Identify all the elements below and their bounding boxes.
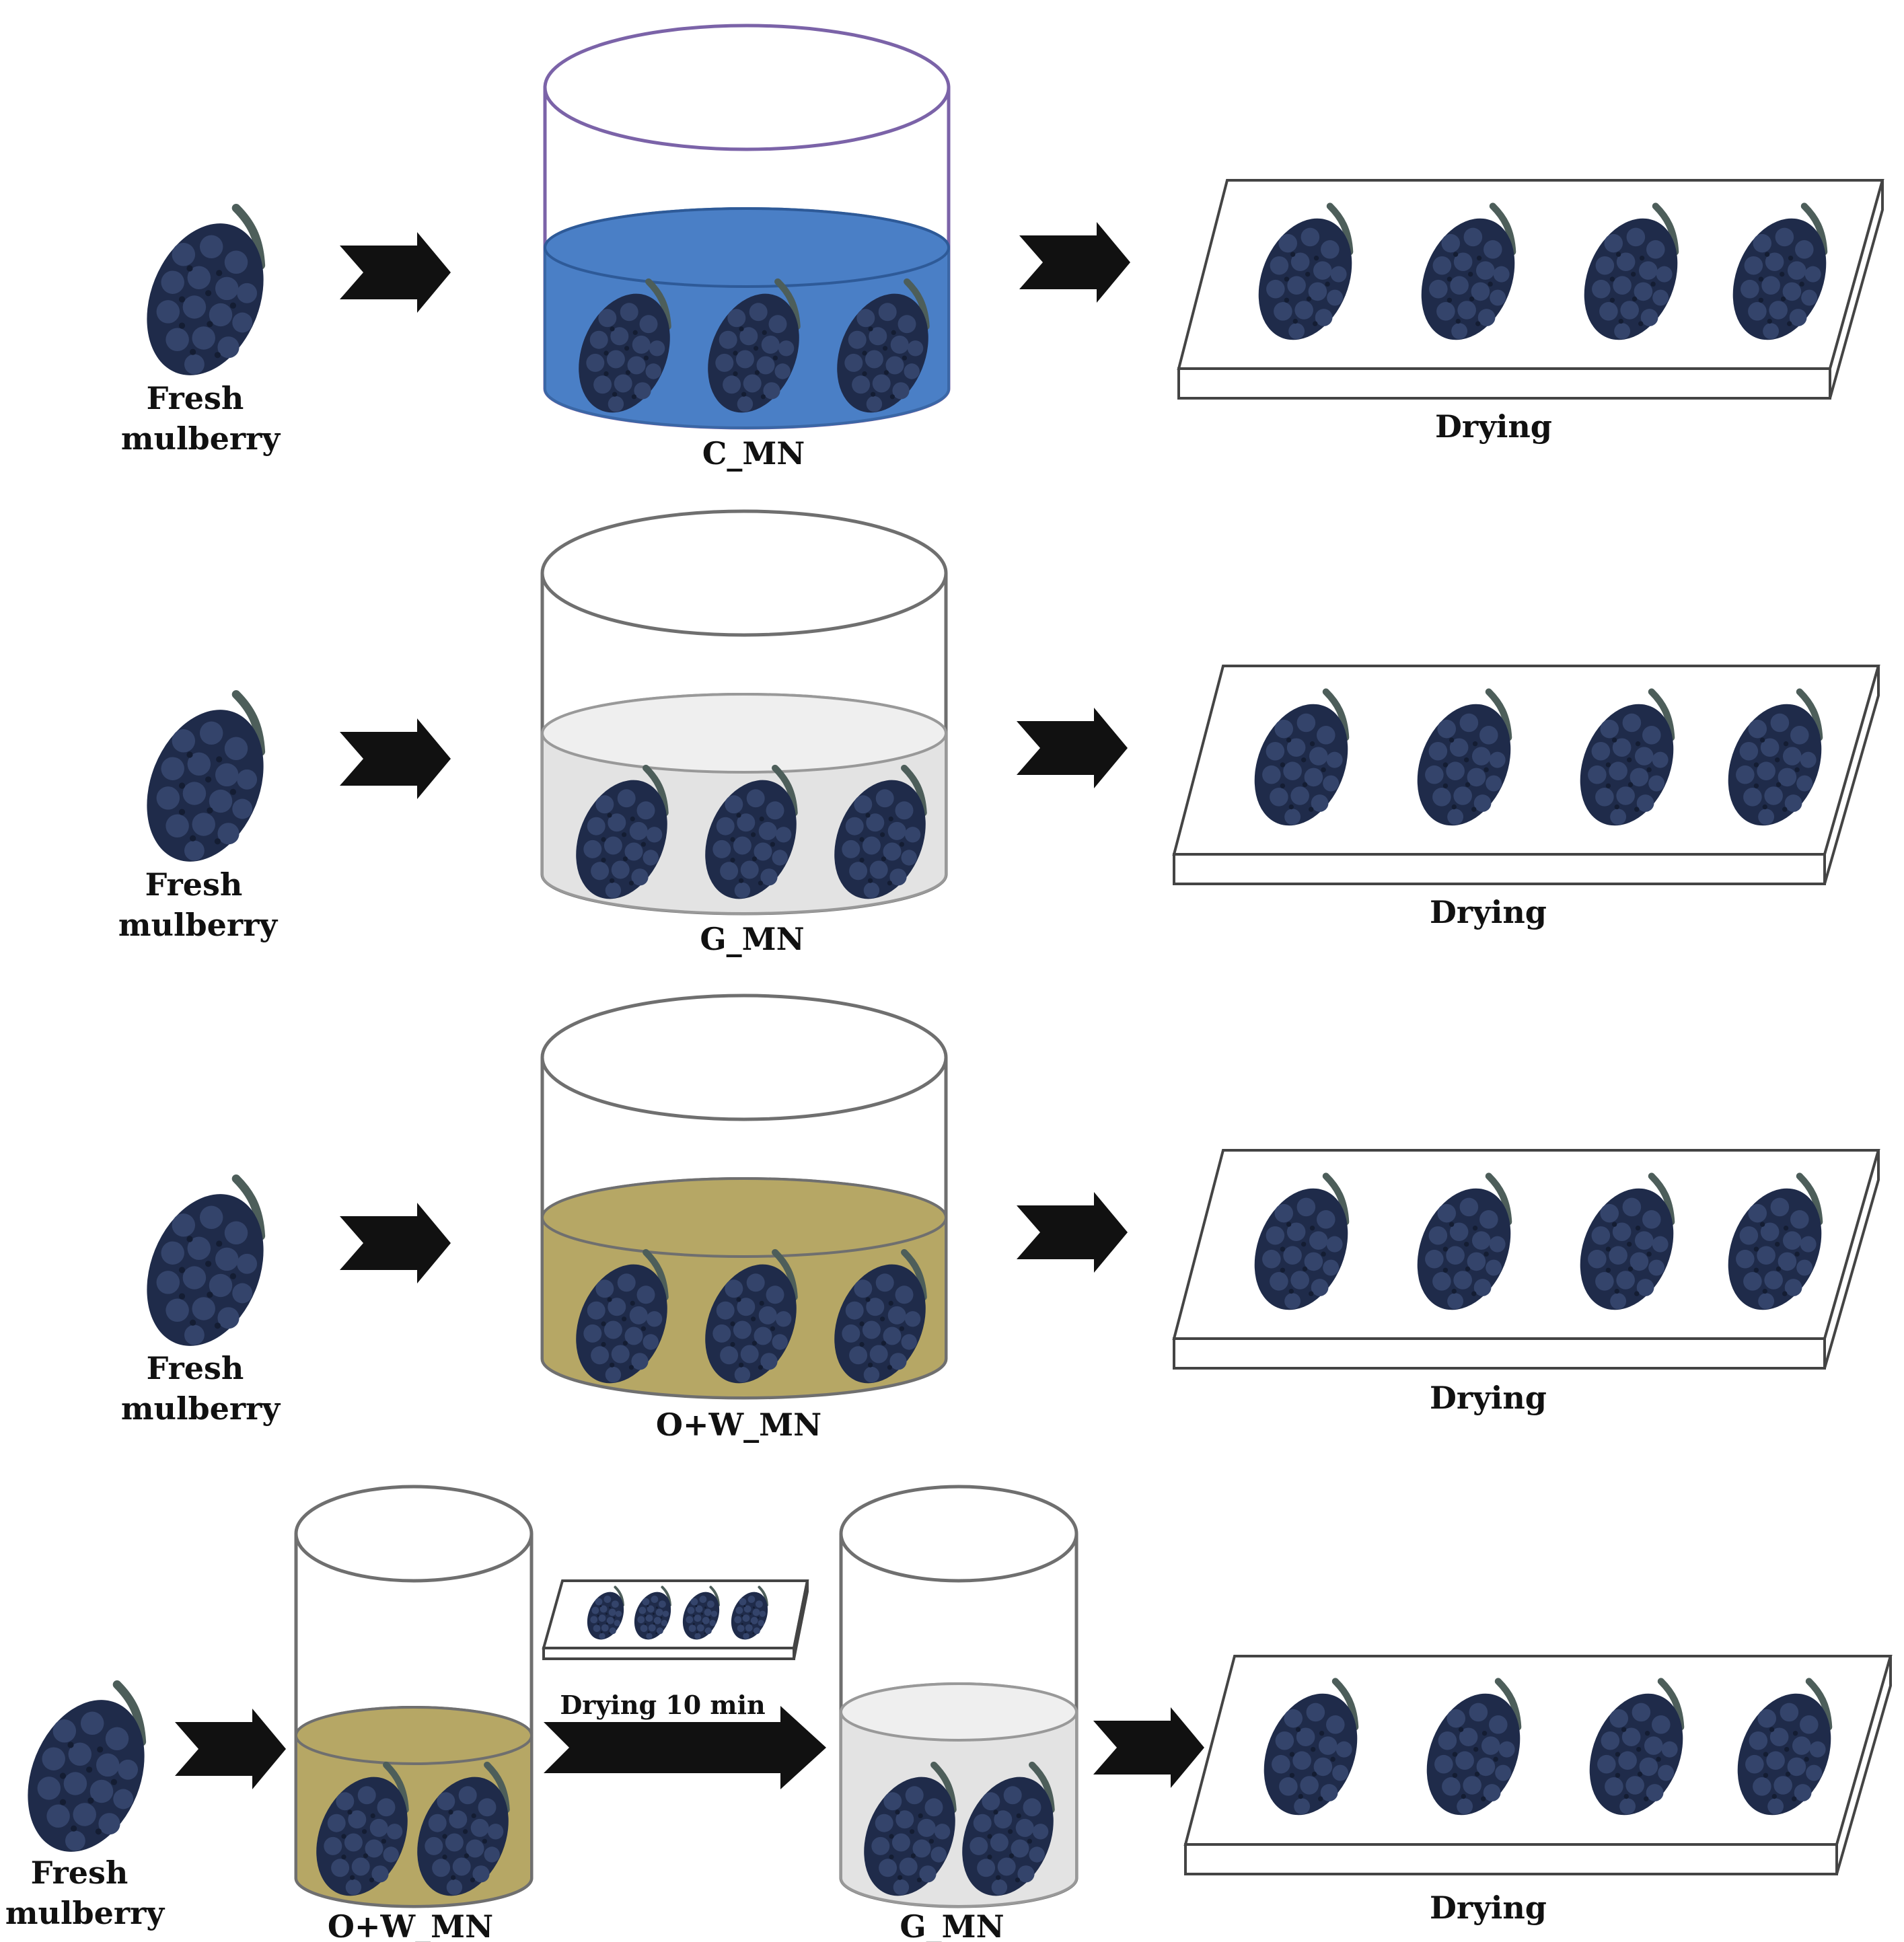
- row-3-ow-mn: Fresh mulberry O+W_MN Drying: [121, 994, 1880, 1443]
- c-mn-container: [543, 24, 951, 428]
- ow-mn-label: O+W_MN: [656, 1407, 821, 1443]
- drying-tray-1: [1177, 179, 1884, 400]
- drying-10min-label: Drying 10 min: [560, 1690, 765, 1720]
- arrow-1a: [340, 232, 451, 313]
- mulberry-label-2: mulberry: [118, 907, 278, 943]
- row-2-g-mn: Fresh mulberry G_MN Drying: [118, 509, 1880, 957]
- arrow-3b: [1017, 1192, 1128, 1273]
- drying-tray-4: [1183, 1655, 1893, 1875]
- fresh-mulberry-4: [6, 1682, 166, 1869]
- drying-label-3: Drying: [1430, 1380, 1547, 1416]
- drying-tray-2: [1172, 665, 1880, 885]
- fresh-mulberry-2: [125, 692, 285, 879]
- mulberry-label-4: mulberry: [5, 1895, 165, 1931]
- c-mn-label: C_MN: [702, 435, 805, 472]
- row-4-combined: Fresh mulberry O+W_MN Drying 10 min: [5, 1485, 1893, 1942]
- drying-10min-tray: [542, 1579, 809, 1660]
- fresh-label-4: Fresh: [31, 1855, 129, 1891]
- drying-label-2: Drying: [1430, 894, 1547, 930]
- ow-mn-label-small: O+W_MN: [328, 1908, 493, 1942]
- arrow-3a: [340, 1203, 451, 1283]
- fresh-label-2: Fresh: [145, 866, 243, 903]
- mulberry-label-1: mulberry: [121, 420, 281, 457]
- row-1-c-mn: Fresh mulberry C_MN Drying: [121, 24, 1884, 472]
- fresh-label-3: Fresh: [147, 1350, 244, 1386]
- g-mn-label-small: G_MN: [900, 1908, 1004, 1942]
- ow-mn-container: [540, 994, 948, 1398]
- drying-label-4: Drying: [1430, 1890, 1547, 1926]
- arrow-1b: [1019, 222, 1130, 303]
- fresh-mulberry-1: [125, 206, 285, 393]
- arrow-4c: [1093, 1707, 1204, 1788]
- arrow-4b-long: [544, 1706, 826, 1789]
- drying-tray-3: [1172, 1149, 1880, 1370]
- fresh-mulberry-3: [125, 1177, 285, 1364]
- g-mn-label: G_MN: [700, 921, 804, 957]
- g-mn-container-small: [839, 1485, 1078, 1910]
- mulberry-label-3: mulberry: [121, 1390, 281, 1427]
- fresh-label-1: Fresh: [147, 380, 244, 416]
- drying-label-1: Drying: [1435, 408, 1552, 445]
- ow-mn-container-small: [294, 1485, 534, 1910]
- arrow-4a: [175, 1709, 286, 1789]
- arrow-2b: [1017, 708, 1128, 788]
- arrow-2a: [340, 718, 451, 799]
- g-mn-container: [540, 509, 948, 913]
